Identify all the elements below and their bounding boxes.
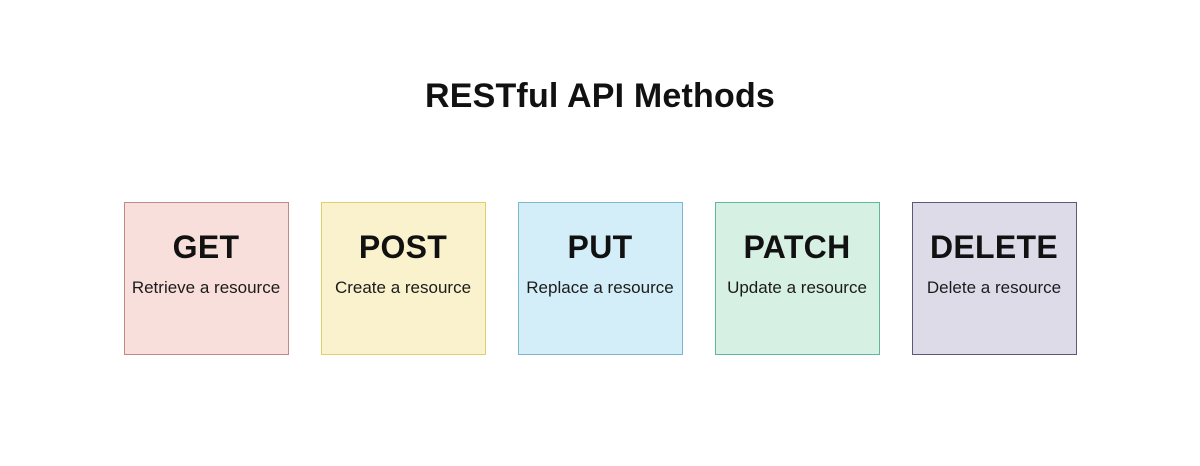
method-cards-row: GET Retrieve a resource POST Create a re… [0,202,1200,355]
method-card-patch[interactable]: PATCH Update a resource [714,202,880,355]
method-card-post[interactable]: POST Create a resource [320,202,486,355]
method-card-get[interactable]: GET Retrieve a resource [123,202,289,355]
method-card-put[interactable]: PUT Replace a resource [517,202,683,355]
method-description: Create a resource [334,278,472,297]
method-name: GET [172,229,240,265]
method-description: Replace a resource [526,278,674,297]
method-description: Update a resource [727,278,867,297]
page-title: RESTful API Methods [424,77,776,115]
method-name: PATCH [743,229,851,265]
method-name: POST [358,229,448,265]
method-name: DELETE [929,229,1059,265]
method-name: PUT [567,229,633,265]
method-card-delete[interactable]: DELETE Delete a resource [911,202,1077,355]
method-description: Delete a resource [926,278,1062,297]
method-description: Retrieve a resource [131,278,281,297]
